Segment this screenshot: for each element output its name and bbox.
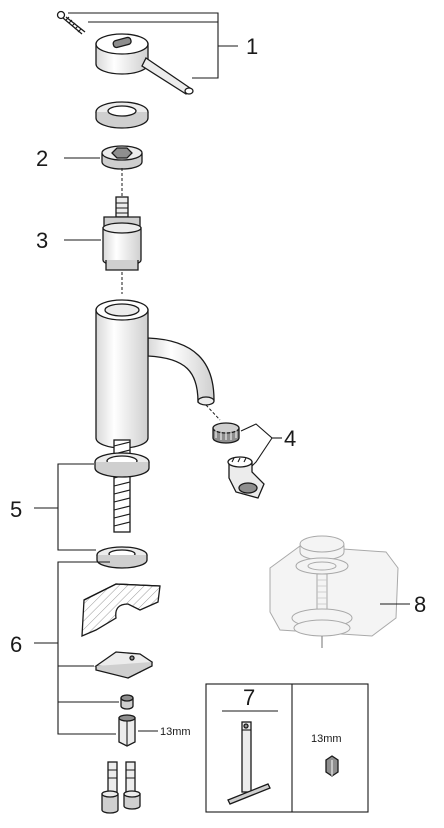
part-5-gaskets: 5	[10, 452, 150, 569]
cover-ring-icon	[95, 101, 149, 129]
fixing-nut-icon	[120, 694, 134, 710]
nut-size-label: 13mm	[160, 726, 191, 738]
callout-2: 2	[36, 146, 48, 171]
box-nut-size-label: 13mm	[311, 733, 342, 745]
fixing-plate-icon	[94, 651, 154, 679]
callout-6: 6	[10, 632, 22, 657]
set-screw-icon	[56, 10, 86, 35]
faucet-body	[95, 299, 215, 533]
callout-4: 4	[284, 426, 296, 451]
part-8-pop-up-waste: 8	[269, 535, 426, 648]
part-1-lever-handle: 1	[56, 10, 258, 95]
callout-3: 3	[36, 228, 48, 253]
callout-7: 7	[243, 685, 255, 710]
part-3-cartridge: 3	[36, 196, 142, 294]
callout-5: 5	[10, 497, 22, 522]
hex-bolt-13mm-icon	[118, 714, 136, 747]
callout-1: 1	[246, 34, 258, 59]
handle-body-icon	[95, 33, 194, 95]
part-7-tool-kit: 7 13mm	[205, 683, 369, 813]
flexible-hoses	[101, 761, 141, 814]
callout-8: 8	[414, 592, 426, 617]
part-6-fixing-set: 13mm 6	[10, 561, 191, 747]
socket-wrench-icon	[227, 721, 271, 805]
countertop-section-icon	[81, 583, 161, 638]
part-4-aerator: 4	[205, 404, 296, 499]
nut-13mm-icon	[325, 755, 339, 777]
part-2-bonnet-nut: 2	[36, 145, 143, 196]
